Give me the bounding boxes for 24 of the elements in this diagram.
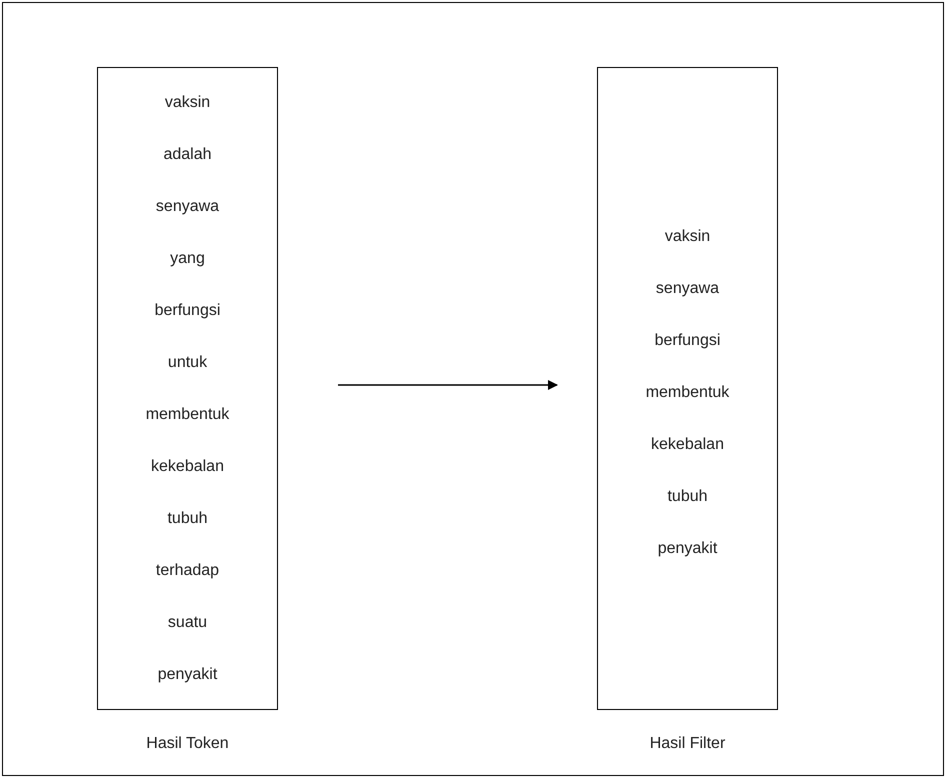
token-word: berfungsi	[654, 331, 720, 351]
box-caption: Hasil Filter	[650, 735, 726, 753]
arrow	[338, 380, 558, 390]
token-word: membentuk	[646, 383, 730, 403]
token-word: penyakit	[658, 539, 718, 559]
token-word: kekebalan	[151, 457, 224, 477]
token-word: senyawa	[156, 197, 220, 217]
token-word: senyawa	[656, 279, 720, 299]
token-word: kekebalan	[651, 435, 724, 455]
word-list-box	[97, 67, 278, 710]
token-word: terhadap	[156, 561, 220, 581]
token-word: tubuh	[167, 509, 208, 529]
token-word: tubuh	[667, 487, 708, 507]
token-word: berfungsi	[154, 301, 220, 321]
token-word: yang	[170, 249, 205, 269]
token-word: membentuk	[146, 405, 230, 425]
token-word: suatu	[168, 613, 208, 633]
token-word: penyakit	[158, 665, 218, 685]
token-word: untuk	[168, 353, 208, 373]
token-word: vaksin	[164, 93, 210, 113]
token-word: adalah	[163, 145, 212, 165]
box-caption: Hasil Token	[146, 735, 229, 753]
word-list-box	[597, 67, 778, 710]
token-word: vaksin	[664, 227, 710, 247]
